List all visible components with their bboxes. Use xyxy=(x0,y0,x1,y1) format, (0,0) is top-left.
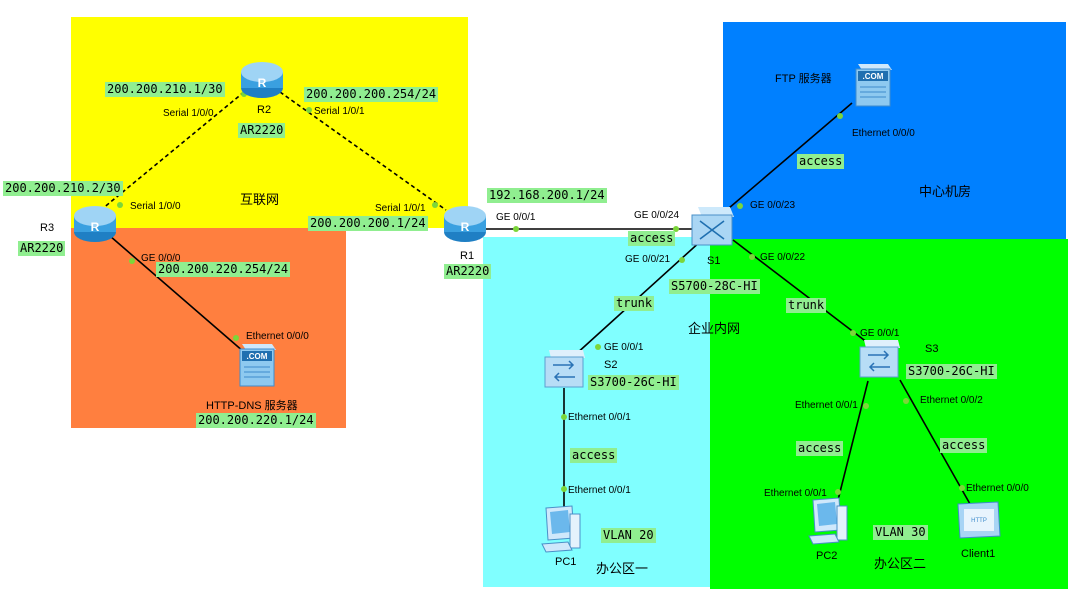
port-r3-ge000: GE 0/0/0 xyxy=(141,253,181,264)
device-name-client1: Client1 xyxy=(961,548,996,560)
zone-label-office2: 办公区二 xyxy=(874,557,927,572)
port-s1-ge022: GE 0/0/22 xyxy=(760,252,806,263)
port-s2-ge001: GE 0/0/1 xyxy=(604,342,644,353)
svg-text:HTTP: HTTP xyxy=(971,518,987,524)
device-model-s2: S3700-26C-HI xyxy=(588,375,679,390)
server-icon[interactable]: .COM xyxy=(852,60,894,108)
svg-text:R: R xyxy=(91,220,100,234)
ip-r3-ge000: 200.200.220.254/24 xyxy=(156,262,291,277)
port-s1-ge024: GE 0/0/24 xyxy=(634,210,680,221)
device-name-pc1: PC1 xyxy=(555,556,577,568)
ip-r1-ge001: 192.168.200.1/24 xyxy=(487,188,607,203)
device-model-r3: AR2220 xyxy=(18,241,66,256)
vlan-label-pc1: VLAN 20 xyxy=(601,528,656,543)
client-icon[interactable]: HTTP xyxy=(954,500,1004,544)
vlan-label-pc2: VLAN 30 xyxy=(873,525,928,540)
zone-office1 xyxy=(483,237,713,587)
device-name-pc2: PC2 xyxy=(816,550,838,562)
link-mode-s2-pc1: access xyxy=(570,448,618,463)
port-s2-eth001: Ethernet 0/0/1 xyxy=(568,412,631,423)
core-switch-icon[interactable] xyxy=(690,203,736,247)
ip-r1-serial101: 200.200.200.1/24 xyxy=(308,216,428,231)
link-r2-r3 xyxy=(95,91,245,215)
svg-text:R: R xyxy=(461,220,470,234)
port-r3-serial100: Serial 1/0/0 xyxy=(130,201,181,212)
link-r3-httpdns xyxy=(109,235,245,353)
device-model-s1: S5700-28C-HI xyxy=(669,279,760,294)
ip-r2-serial100: 200.200.210.1/30 xyxy=(105,82,225,97)
switch-icon[interactable] xyxy=(856,338,902,380)
zone-label-datacenter: 中心机房 xyxy=(919,185,972,200)
switch-icon[interactable] xyxy=(541,348,587,390)
router-icon[interactable]: R xyxy=(238,58,286,102)
device-name-r1: R1 xyxy=(460,250,475,262)
port-client1-eth: Ethernet 0/0/0 xyxy=(966,483,1029,494)
zone-label-intranet: 企业内网 xyxy=(688,322,741,337)
port-s3-ge001: GE 0/0/1 xyxy=(860,328,900,339)
device-model-r2: AR2220 xyxy=(238,123,286,138)
device-name-s2: S2 xyxy=(604,359,618,371)
pc-icon[interactable] xyxy=(538,504,584,554)
link-mode-s1-s2: trunk xyxy=(614,296,655,311)
link-s3-pc2 xyxy=(835,380,869,509)
link-s3-client1 xyxy=(899,379,971,505)
ip-r3-serial100: 200.200.210.2/30 xyxy=(3,181,123,196)
device-name-ftp: FTP 服务器 xyxy=(775,73,832,85)
link-mode-s1-s3: trunk xyxy=(786,298,827,313)
port-dots xyxy=(117,91,965,495)
svg-text:R: R xyxy=(258,76,267,90)
port-pc2-eth: Ethernet 0/0/1 xyxy=(764,488,827,499)
port-pc1-eth: Ethernet 0/0/1 xyxy=(568,485,631,496)
link-mode-s3-client1: access xyxy=(940,438,988,453)
zone-label-office1: 办公区一 xyxy=(596,562,649,577)
port-r2-serial101: Serial 1/0/1 xyxy=(314,106,365,117)
pc-icon[interactable] xyxy=(803,496,853,546)
router-icon[interactable]: R xyxy=(441,202,489,246)
port-s1-ge023: GE 0/0/23 xyxy=(750,200,796,211)
port-r2-serial100: Serial 1/0/0 xyxy=(163,108,214,119)
link-s1-s3 xyxy=(732,239,869,344)
server-icon[interactable]: .COM xyxy=(236,340,278,388)
port-httpdns-eth: Ethernet 0/0/0 xyxy=(246,331,309,342)
port-s3-eth001: Ethernet 0/0/1 xyxy=(795,400,858,411)
device-model-s3: S3700-26C-HI xyxy=(906,364,997,379)
port-s1-ge021: GE 0/0/21 xyxy=(625,254,671,265)
port-s3-eth002: Ethernet 0/0/2 xyxy=(920,395,983,406)
device-name-httpdns: HTTP-DNS 服务器 xyxy=(206,400,298,412)
link-mode-s3-pc2: access xyxy=(796,441,844,456)
link-mode-r1-s1: access xyxy=(628,231,676,246)
port-ftp-eth: Ethernet 0/0/0 xyxy=(852,128,915,139)
svg-text:.COM: .COM xyxy=(247,352,268,361)
device-name-r2: R2 xyxy=(257,104,272,116)
zone-datacenter xyxy=(723,22,1066,239)
port-r1-ge001: GE 0/0/1 xyxy=(496,212,536,223)
router-icon[interactable]: R xyxy=(71,202,119,246)
device-model-r1: AR2220 xyxy=(444,264,492,279)
link-r2-r1 xyxy=(279,91,447,211)
svg-text:.COM: .COM xyxy=(863,72,884,81)
device-name-s1: S1 xyxy=(707,255,721,267)
port-r1-serial101: Serial 1/0/1 xyxy=(375,203,426,214)
link-s1-ftp xyxy=(721,102,853,215)
zone-label-internet: 互联网 xyxy=(240,193,280,208)
device-ip-httpdns: 200.200.220.1/24 xyxy=(196,413,316,428)
zone-isp-lan xyxy=(71,228,346,428)
link-mode-s1-ftp: access xyxy=(797,154,845,169)
ip-r2-serial101: 200.200.200.254/24 xyxy=(304,87,439,102)
device-name-r3: R3 xyxy=(40,222,55,234)
device-name-s3: S3 xyxy=(925,343,939,355)
zone-internet xyxy=(71,17,468,228)
